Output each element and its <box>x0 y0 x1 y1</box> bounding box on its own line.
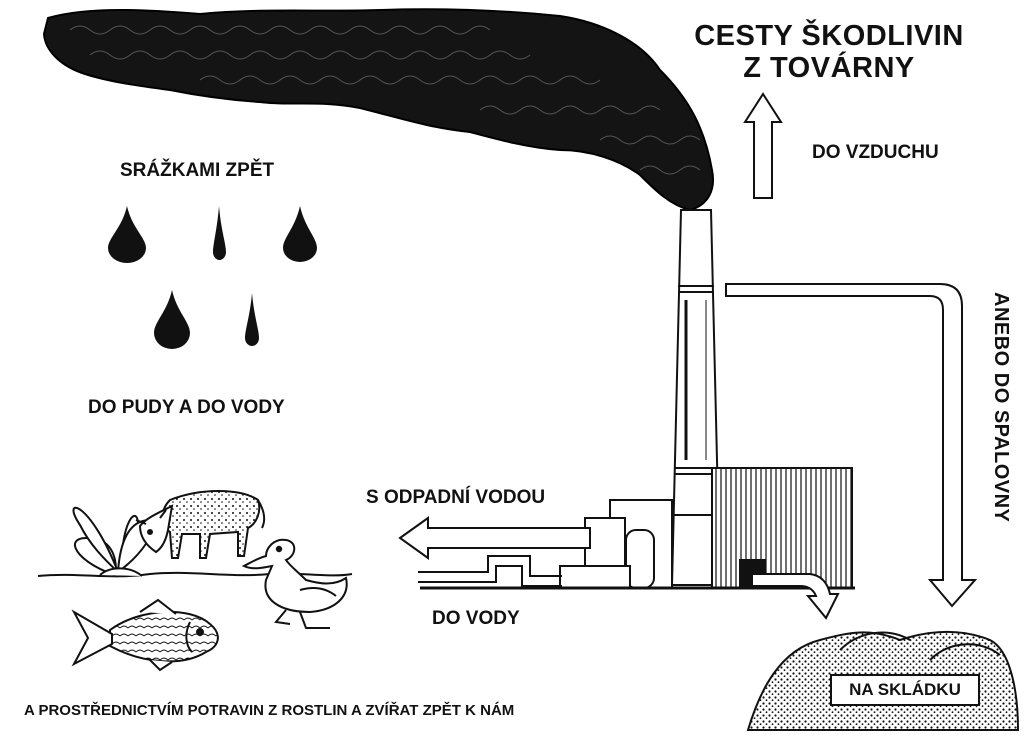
fish-icon <box>71 598 219 672</box>
raindrop-icon <box>213 206 226 260</box>
label-food-chain: A PROSTŘEDNICTVÍM POTRAVIN Z ROSTLIN A Z… <box>24 702 515 719</box>
duck-icon <box>241 538 348 629</box>
bent-arrow-icon <box>725 283 978 608</box>
smoke-cloud <box>42 8 714 212</box>
raindrops <box>108 206 317 349</box>
diagram-title: CESTY ŠKODLIVIN Z TOVÁRNY <box>688 20 970 84</box>
label-incinerator: ANEBO DO SPALOVNY <box>990 292 1012 523</box>
raindrop-icon <box>108 206 146 263</box>
title-line-2: Z TOVÁRNY <box>743 52 915 84</box>
plant-icon <box>72 506 154 577</box>
title-line-1: CESTY ŠKODLIVIN <box>694 20 964 52</box>
wastewater-pipe <box>418 555 562 587</box>
ground-line <box>37 571 353 578</box>
raindrop-icon <box>283 206 317 262</box>
raindrop-icon <box>154 290 190 349</box>
label-to-air: DO VZDUCHU <box>812 142 939 163</box>
label-landfill: NA SKLÁDKU <box>830 674 980 706</box>
left-arrow-icon <box>398 516 591 560</box>
outlet-arrow-icon <box>751 573 840 620</box>
up-arrow-icon <box>743 92 783 199</box>
smoke-texture <box>69 25 701 175</box>
raindrop-icon <box>245 293 259 346</box>
label-wastewater: S ODPADNÍ VODOU <box>366 487 546 508</box>
label-soil-water: DO PUDY A DO VODY <box>88 397 285 418</box>
label-to-water: DO VODY <box>432 608 520 629</box>
cow-icon <box>135 490 266 559</box>
label-precipitation: SRÁŽKAMI ZPĚT <box>120 160 275 181</box>
